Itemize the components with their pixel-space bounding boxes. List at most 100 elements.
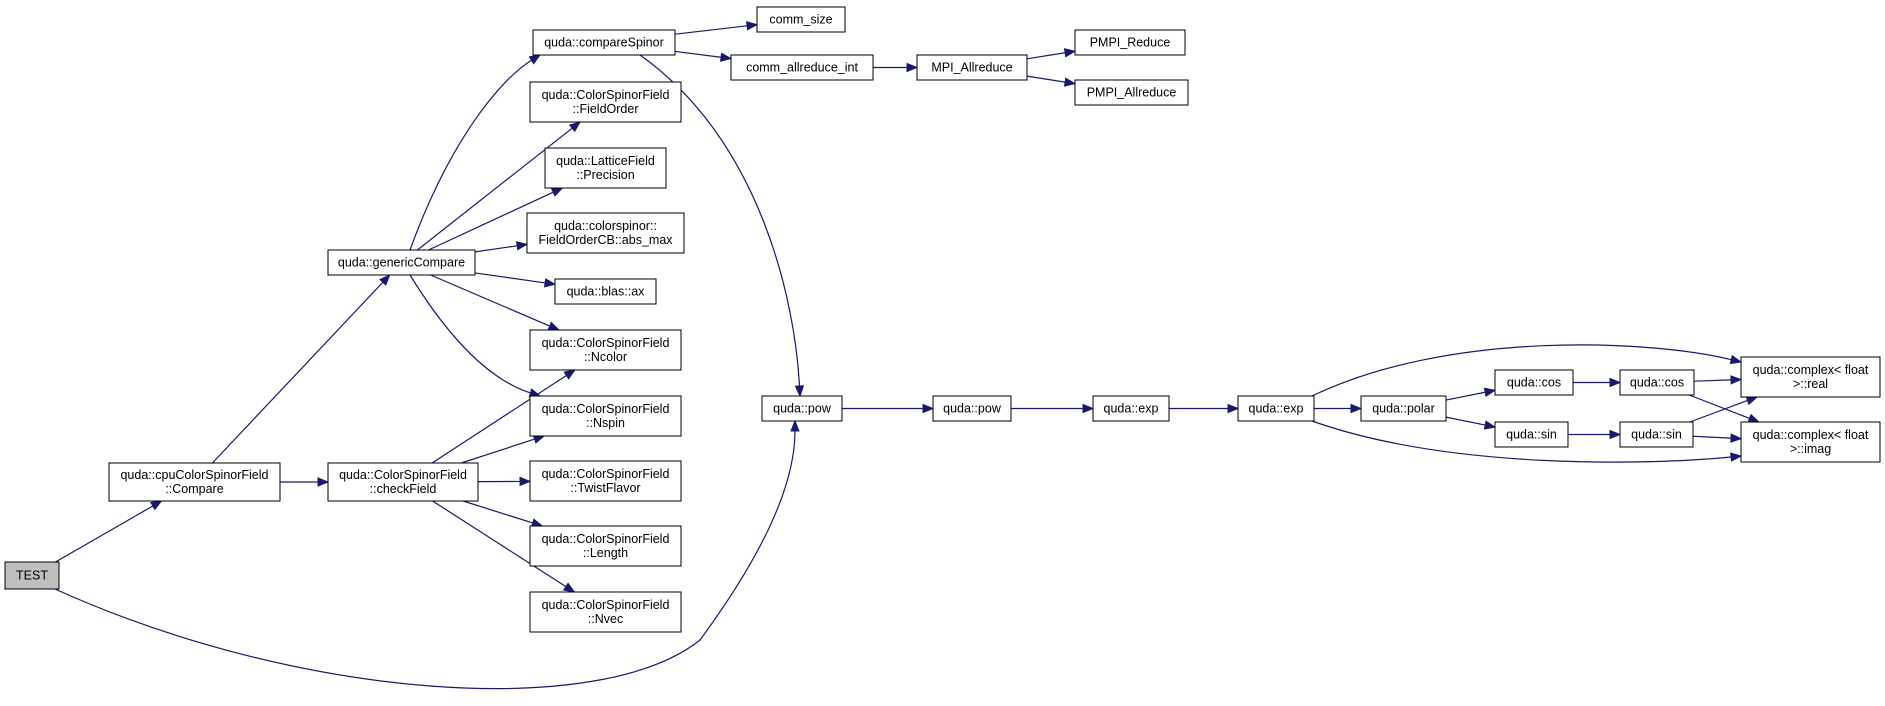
edge-check_field-to-ncolor xyxy=(431,369,576,464)
node-box xyxy=(327,249,476,276)
node-label: quda::exp xyxy=(1104,402,1159,416)
arrowhead xyxy=(528,54,542,65)
node-blas-ax[interactable]: quda::blas::ax xyxy=(554,278,657,305)
node-twist-flavor[interactable]: quda::ColorSpinorField::TwistFlavor xyxy=(529,460,682,502)
node-polar[interactable]: quda::polar xyxy=(1360,395,1447,422)
node-pmpi-allreduce[interactable]: PMPI_Allreduce xyxy=(1074,79,1189,106)
node-complex-imag[interactable]: quda::complex< float>::imag xyxy=(1740,421,1881,463)
node-comm-allreduce-int[interactable]: comm_allreduce_int xyxy=(730,54,874,81)
edge-check_field-to-nvec xyxy=(432,500,576,593)
node-box xyxy=(1237,395,1315,422)
node-pow2[interactable]: quda::pow xyxy=(932,395,1012,422)
edge-test-to-cpu_compare xyxy=(55,500,163,563)
edge-generic_compare-to-compare_spinor xyxy=(409,54,542,251)
node-precision[interactable]: quda::LatticeField::Precision xyxy=(544,147,667,189)
node-exp1[interactable]: quda::exp xyxy=(1092,395,1170,422)
edge-exp2-to-polar xyxy=(1314,403,1363,414)
node-sin1[interactable]: quda::sin xyxy=(1494,421,1569,448)
node-label: quda::ColorSpinorField xyxy=(542,532,670,546)
node-label: quda::sin xyxy=(1631,428,1682,442)
edge-mpi_allreduce-to-pmpi_allreduce xyxy=(1026,75,1077,87)
node-box xyxy=(327,462,479,502)
node-box xyxy=(526,212,685,254)
node-compare-spinor[interactable]: quda::compareSpinor xyxy=(532,29,676,56)
node-box xyxy=(1074,79,1189,106)
node-label: ::TwistFlavor xyxy=(570,481,640,495)
node-box xyxy=(1074,29,1186,56)
node-label: ::Compare xyxy=(165,482,223,496)
node-label: quda::pow xyxy=(943,402,1002,416)
node-pow1[interactable]: quda::pow xyxy=(761,395,843,422)
edge-check_field-to-length xyxy=(462,500,544,528)
node-label: quda::complex< float xyxy=(1753,363,1869,377)
edge-check_field-to-twist_flavor xyxy=(477,476,532,487)
edge-line xyxy=(430,274,550,327)
node-check-field[interactable]: quda::ColorSpinorField::checkField xyxy=(327,462,479,502)
arrowhead xyxy=(1063,77,1077,87)
arrowhead xyxy=(1747,413,1761,423)
arrowhead xyxy=(1609,377,1622,388)
node-label: >::real xyxy=(1793,377,1828,391)
edge-line xyxy=(474,272,546,284)
node-box xyxy=(730,54,874,81)
arrowhead xyxy=(1730,433,1743,443)
node-label: quda::compareSpinor xyxy=(544,36,664,50)
edge-generic_compare-to-blas_ax xyxy=(474,272,557,288)
node-box xyxy=(1494,369,1574,396)
edge-line xyxy=(462,500,533,524)
arrowhead xyxy=(1483,420,1497,430)
node-nvec[interactable]: quda::ColorSpinorField::Nvec xyxy=(529,591,682,633)
node-label: ::Precision xyxy=(576,168,634,182)
node-label: quda::cos xyxy=(1630,376,1684,390)
arrowhead xyxy=(1730,452,1743,462)
node-layer: TESTquda::cpuColorSpinorField::Comparequ… xyxy=(4,6,1881,633)
node-ncolor[interactable]: quda::ColorSpinorField::Ncolor xyxy=(529,329,682,371)
node-cos1[interactable]: quda::cos xyxy=(1494,369,1574,396)
node-exp2[interactable]: quda::exp xyxy=(1237,395,1315,422)
edge-line xyxy=(431,374,567,464)
node-box xyxy=(1619,369,1695,396)
node-field-order[interactable]: quda::ColorSpinorField::FieldOrder xyxy=(529,81,682,123)
node-box xyxy=(554,278,657,305)
node-complex-real[interactable]: quda::complex< float>::real xyxy=(1740,356,1881,398)
node-label: comm_allreduce_int xyxy=(746,61,858,75)
arrowhead xyxy=(1350,403,1363,414)
arrowhead xyxy=(1609,429,1622,440)
node-label: quda::ColorSpinorField xyxy=(542,88,670,102)
edge-line xyxy=(474,245,518,253)
node-box xyxy=(1494,421,1569,448)
edge-compare_spinor-to-comm_size xyxy=(674,21,759,35)
node-comm-size[interactable]: comm_size xyxy=(756,6,846,33)
node-generic-compare[interactable]: quda::genericCompare xyxy=(327,249,476,276)
node-pmpi-reduce[interactable]: PMPI_Reduce xyxy=(1074,29,1186,56)
node-length[interactable]: quda::ColorSpinorField::Length xyxy=(529,525,682,567)
arrowhead xyxy=(550,187,564,197)
node-sin2[interactable]: quda::sin xyxy=(1619,421,1694,448)
node-label: TEST xyxy=(16,569,48,583)
node-label: >::imag xyxy=(1790,442,1831,456)
arrowhead xyxy=(562,582,576,593)
node-test[interactable]: TEST xyxy=(4,561,60,590)
node-label: quda::ColorSpinorField xyxy=(542,402,670,416)
arrowhead xyxy=(379,274,391,286)
node-box xyxy=(108,462,281,502)
edge-line xyxy=(432,500,567,588)
edge-line xyxy=(428,191,554,251)
node-nspin[interactable]: quda::ColorSpinorField::Nspin xyxy=(529,395,682,437)
node-label: quda::ColorSpinorField xyxy=(542,336,670,350)
node-cos2[interactable]: quda::cos xyxy=(1619,369,1695,396)
edge-line xyxy=(1445,416,1486,426)
node-label: MPI_Allreduce xyxy=(931,61,1012,75)
edge-line xyxy=(639,54,801,387)
node-box xyxy=(529,81,682,123)
node-box xyxy=(1360,395,1447,422)
edge-check_field-to-nspin xyxy=(461,434,546,464)
node-box xyxy=(1740,356,1881,398)
arrowhead xyxy=(790,419,800,432)
edge-pow2-to-exp1 xyxy=(1011,403,1095,414)
node-cpu-compare[interactable]: quda::cpuColorSpinorField::Compare xyxy=(108,462,281,502)
arrowhead xyxy=(1745,396,1759,406)
node-mpi-allreduce[interactable]: MPI_Allreduce xyxy=(916,54,1028,81)
node-label: quda::colorspinor:: xyxy=(554,219,657,233)
node-abs-max[interactable]: quda::colorspinor::FieldOrderCB::abs_max xyxy=(526,212,685,254)
